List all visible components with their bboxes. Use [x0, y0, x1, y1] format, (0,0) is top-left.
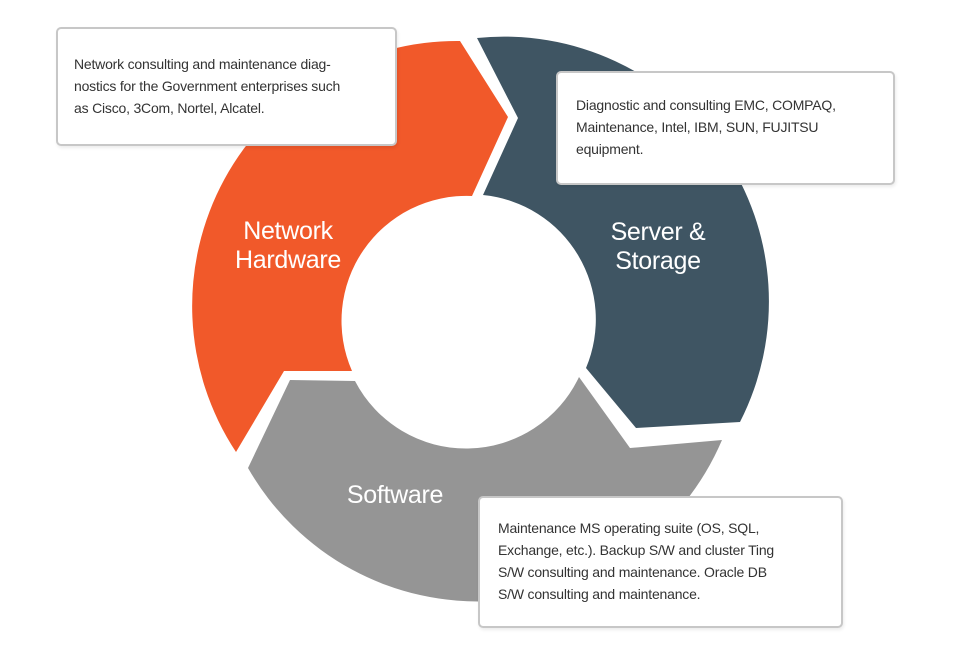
segment-label-line: Storage: [615, 247, 701, 275]
segment-label-server-storage: Server & Storage: [596, 218, 720, 276]
callout-line: as Cisco, 3Com, Nortel, Alcatel.: [74, 100, 265, 116]
callout-software: Maintenance MS operating suite (OS, SQL,…: [478, 496, 843, 628]
segment-label-line: Software: [346, 481, 444, 509]
callout-server-storage: Diagnostic and consulting EMC, COMPAQ, M…: [556, 71, 895, 185]
callout-network-hardware: Network consulting and maintenance diag-…: [56, 27, 397, 146]
segment-label-line: Hardware: [235, 246, 341, 274]
segment-label-software: Software: [333, 481, 457, 510]
callout-line: Maintenance, Intel, IBM, SUN, FUJITSU: [576, 119, 819, 135]
callout-line: S/W consulting and maintenance. Oracle D…: [498, 564, 767, 580]
callout-line: equipment.: [576, 141, 644, 157]
segment-label-line: Server &: [610, 218, 706, 246]
callout-line: Diagnostic and consulting EMC, COMPAQ,: [576, 97, 836, 113]
callout-line: S/W consulting and maintenance.: [498, 586, 701, 602]
callout-line: nostics for the Government enterprises s…: [74, 78, 341, 94]
callout-line: Exchange, etc.). Backup S/W and cluster …: [498, 542, 775, 558]
callout-line: Network consulting and maintenance diag-: [74, 56, 331, 72]
segment-label-network-hardware: Network Hardware: [226, 217, 350, 275]
callout-line: Maintenance MS operating suite (OS, SQL,: [498, 520, 760, 536]
segment-label-line: Network: [243, 217, 333, 245]
